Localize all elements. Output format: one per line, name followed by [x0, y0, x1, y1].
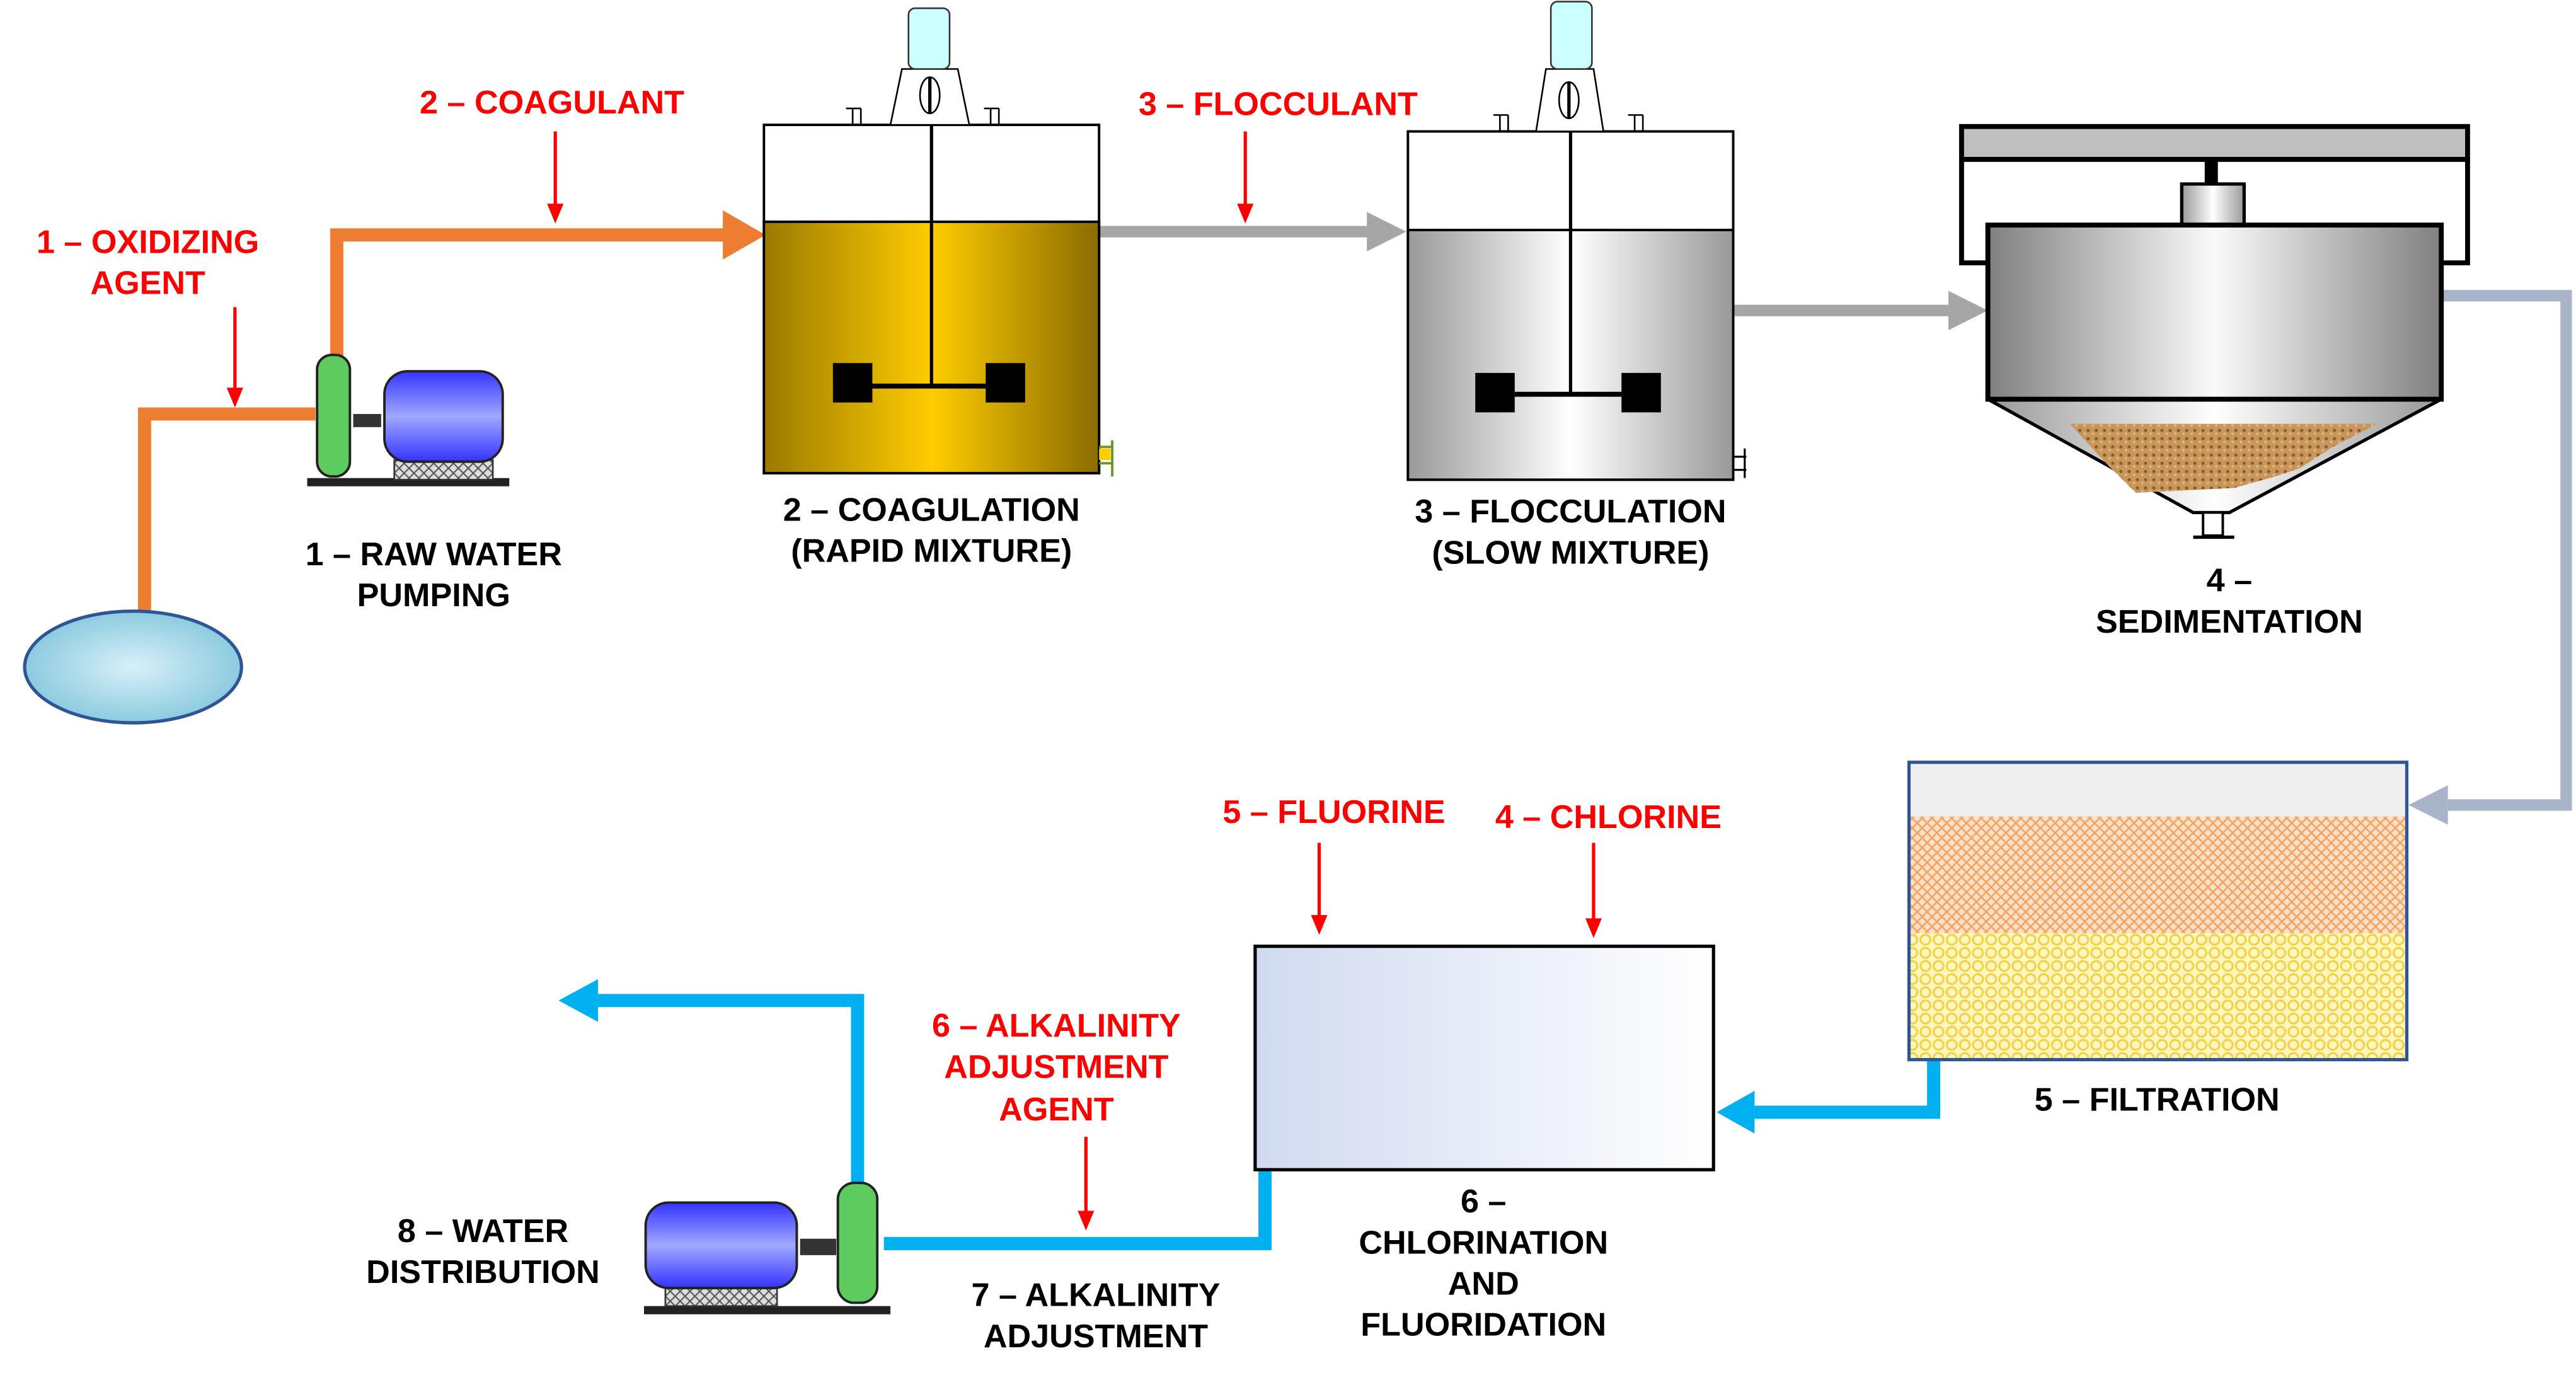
- chlorination-tank: [1253, 945, 1715, 1171]
- pumping-label: 1 – RAW WATER: [306, 536, 562, 573]
- oxidizing-agent-label: 1 – OXIDIZING: [37, 224, 259, 261]
- alkalinity-label: 7 – ALKALINITY: [972, 1277, 1221, 1314]
- settled-water-pipe: [2441, 290, 2572, 811]
- flocculation-label-2: (SLOW MIXTURE): [1432, 534, 1709, 571]
- treated-arrowhead-1: [1716, 1091, 1755, 1134]
- chlorine-label: 4 – CHLORINE: [1495, 799, 1722, 836]
- sedimentation-tank: [1959, 124, 2470, 539]
- treated-water-pipe: [594, 994, 1941, 1251]
- distribution-pump: [644, 1182, 891, 1314]
- treated-arrowhead-2: [558, 979, 598, 1022]
- chlorination-label: 6 –: [1461, 1183, 1506, 1220]
- alkalinity-agent-label-3: AGENT: [999, 1091, 1114, 1128]
- settled-arrowhead: [2408, 785, 2448, 825]
- process-pipe: [1099, 226, 1952, 316]
- flocculation-label: 3 – FLOCCULATION: [1415, 493, 1726, 530]
- sedimentation-label: 4 –: [2207, 563, 2252, 599]
- filtration-unit: [1907, 761, 2409, 1062]
- dosing-arrows: [226, 131, 1602, 1231]
- distribution-label-2: DISTRIBUTION: [366, 1254, 600, 1291]
- chlorination-label-2: CHLORINATION: [1359, 1224, 1608, 1261]
- fluorine-label: 5 – FLUORINE: [1222, 794, 1445, 831]
- alkalinity-label-2: ADJUSTMENT: [984, 1318, 1208, 1355]
- alkalinity-agent-label-2: ADJUSTMENT: [944, 1049, 1168, 1085]
- pumping-label-2: PUMPING: [357, 577, 510, 614]
- coagulation-label: 2 – COAGULATION: [783, 492, 1080, 528]
- chlorination-label-4: FLUORIDATION: [1360, 1307, 1606, 1343]
- raw-pipe-arrowhead: [723, 210, 766, 260]
- process-arrowhead-1: [1367, 212, 1406, 251]
- raw-water-pipe: [138, 228, 727, 611]
- coagulation-tank: [762, 7, 1113, 477]
- filtration-label: 5 – FILTRATION: [2035, 1081, 2280, 1118]
- flocculant-label: 3 – FLOCCULANT: [1139, 86, 1418, 123]
- distribution-label: 8 – WATER: [398, 1213, 568, 1250]
- flocculation-tank: [1406, 1, 1747, 481]
- alkalinity-agent-label: 6 – ALKALINITY: [932, 1008, 1181, 1044]
- raw-water-source: [23, 609, 243, 725]
- oxidizing-agent-label-2: AGENT: [90, 265, 205, 302]
- coagulant-label: 2 – COAGULANT: [420, 84, 684, 121]
- coagulation-label-2: (RAPID MIXTURE): [791, 533, 1072, 570]
- process-arrowhead-2: [1948, 290, 1988, 331]
- raw-water-pump: [307, 354, 510, 486]
- sedimentation-label-2: SEDIMENTATION: [2096, 604, 2363, 640]
- chlorination-label-3: AND: [1448, 1265, 1519, 1302]
